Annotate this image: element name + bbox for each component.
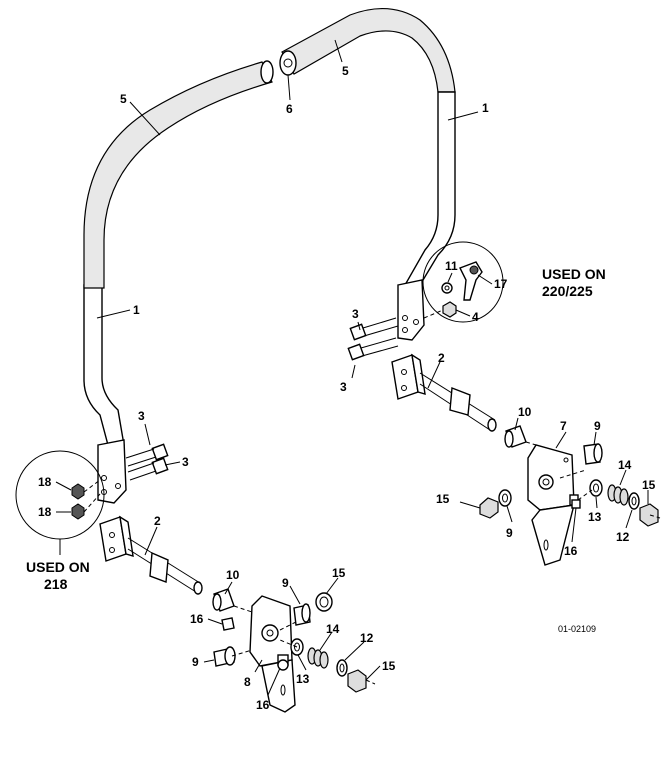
right-bracket-hole-1 bbox=[402, 315, 408, 321]
right-upright-tube bbox=[403, 91, 456, 286]
callout-9-c: 9 bbox=[282, 576, 289, 590]
callout-2-upper: 2 bbox=[438, 351, 445, 365]
callout-15-b: 15 bbox=[642, 478, 656, 492]
callout-16-c: 16 bbox=[256, 698, 270, 712]
left-padded-cushion bbox=[83, 61, 273, 289]
bolt-upper-right-a bbox=[349, 317, 399, 341]
washer-12-a bbox=[628, 492, 640, 510]
washer-11 bbox=[441, 282, 453, 294]
callout-10-lower: 10 bbox=[226, 568, 240, 582]
callout-12-a: 12 bbox=[616, 530, 630, 544]
callout-16-a: 16 bbox=[564, 544, 578, 558]
top-cushion-end bbox=[279, 50, 297, 76]
nut-4 bbox=[442, 301, 457, 318]
bolt-upper-right-b bbox=[347, 337, 399, 361]
left-bracket-hole-1 bbox=[101, 475, 107, 481]
left-upright-tube bbox=[83, 284, 125, 446]
flange-bushing-9-a bbox=[583, 443, 603, 465]
washer-11-hole bbox=[444, 285, 450, 291]
callout-1-right: 1 bbox=[482, 101, 489, 115]
callout-5-top: 5 bbox=[342, 64, 349, 78]
note-used-on-218-line1: USED ON bbox=[26, 559, 90, 575]
assembly-line-left bbox=[231, 605, 376, 685]
callout-5-left: 5 bbox=[120, 92, 127, 106]
bolt-16-c bbox=[277, 659, 289, 671]
detail-220-dash bbox=[423, 309, 444, 319]
callout-3-d: 3 bbox=[182, 455, 189, 469]
callout-11: 11 bbox=[445, 259, 458, 273]
callout-18-a: 18 bbox=[38, 475, 52, 489]
flange-bushing-9-d bbox=[213, 646, 236, 667]
flange-bushing-9-c bbox=[293, 603, 311, 626]
callout-6: 6 bbox=[286, 102, 293, 116]
figure-code: 01-02109 bbox=[558, 624, 596, 634]
callout-13-b: 13 bbox=[296, 672, 310, 686]
bolt-16-a bbox=[571, 499, 581, 509]
callout-3-a: 3 bbox=[352, 307, 359, 321]
callout-3-c: 3 bbox=[138, 409, 145, 423]
callout-15-c: 15 bbox=[332, 566, 346, 580]
callout-2-lower: 2 bbox=[154, 514, 161, 528]
bolt-left-b bbox=[127, 457, 169, 481]
spring-14-a bbox=[607, 484, 629, 506]
callout-14-b: 14 bbox=[326, 622, 340, 636]
callout-1-left: 1 bbox=[133, 303, 140, 317]
washer-12-b bbox=[336, 659, 348, 677]
spring-14-b bbox=[307, 647, 329, 669]
callout-9-a: 9 bbox=[594, 419, 601, 433]
bolt-left-a bbox=[125, 443, 169, 467]
callout-8: 8 bbox=[244, 675, 251, 689]
callout-15-d: 15 bbox=[382, 659, 396, 673]
callout-3-b: 3 bbox=[340, 380, 347, 394]
callout-9-b: 9 bbox=[506, 526, 513, 540]
callout-7: 7 bbox=[560, 419, 567, 433]
callout-10-upper: 10 bbox=[518, 405, 532, 419]
pivot-bracket-8 bbox=[249, 595, 296, 713]
callout-17: 17 bbox=[494, 277, 508, 291]
detail-circle-220-225 bbox=[422, 241, 504, 323]
detail-218-dash bbox=[83, 479, 101, 513]
callout-9-d: 9 bbox=[192, 655, 199, 669]
axle-shaft-upper bbox=[391, 353, 497, 432]
right-tube-bracket bbox=[397, 279, 425, 341]
right-bracket-hole-2 bbox=[402, 327, 408, 333]
callout-12-b: 12 bbox=[360, 631, 374, 645]
callout-18-b: 18 bbox=[38, 505, 52, 519]
tube-end-plug bbox=[283, 58, 293, 68]
note-used-on-218-line2: 218 bbox=[44, 576, 68, 592]
nut-15-d bbox=[347, 669, 367, 693]
right-bracket-hole-3 bbox=[413, 319, 419, 325]
nut-18-b bbox=[71, 503, 85, 520]
note-used-on-220-225-line1: USED ON bbox=[542, 266, 606, 282]
spacer-13-a bbox=[589, 479, 603, 497]
top-padded-cushion bbox=[281, 7, 456, 93]
nut-15-a bbox=[639, 503, 659, 527]
left-cushion-end bbox=[260, 60, 274, 84]
axle-shaft-lower bbox=[99, 515, 203, 595]
bolt-16-b bbox=[221, 617, 235, 631]
left-bracket-hole-3 bbox=[115, 483, 121, 489]
bushing-10-lower bbox=[212, 588, 235, 612]
washer-15-c bbox=[315, 592, 333, 612]
callout-16-b: 16 bbox=[190, 612, 204, 626]
nut-15-b bbox=[479, 497, 499, 519]
callout-15-a: 15 bbox=[436, 492, 450, 506]
leader-lines bbox=[55, 39, 649, 696]
nut-18-a bbox=[71, 483, 85, 500]
flange-bushing-9-b bbox=[498, 489, 512, 507]
callout-13-a: 13 bbox=[588, 510, 602, 524]
detail-circle-218 bbox=[15, 450, 105, 540]
ball-stud-17-head bbox=[469, 265, 479, 275]
note-used-on-220-225-line2: 220/225 bbox=[542, 283, 593, 299]
callout-4: 4 bbox=[472, 310, 479, 324]
left-tube-bracket bbox=[97, 439, 127, 504]
callout-14-a: 14 bbox=[618, 458, 632, 472]
